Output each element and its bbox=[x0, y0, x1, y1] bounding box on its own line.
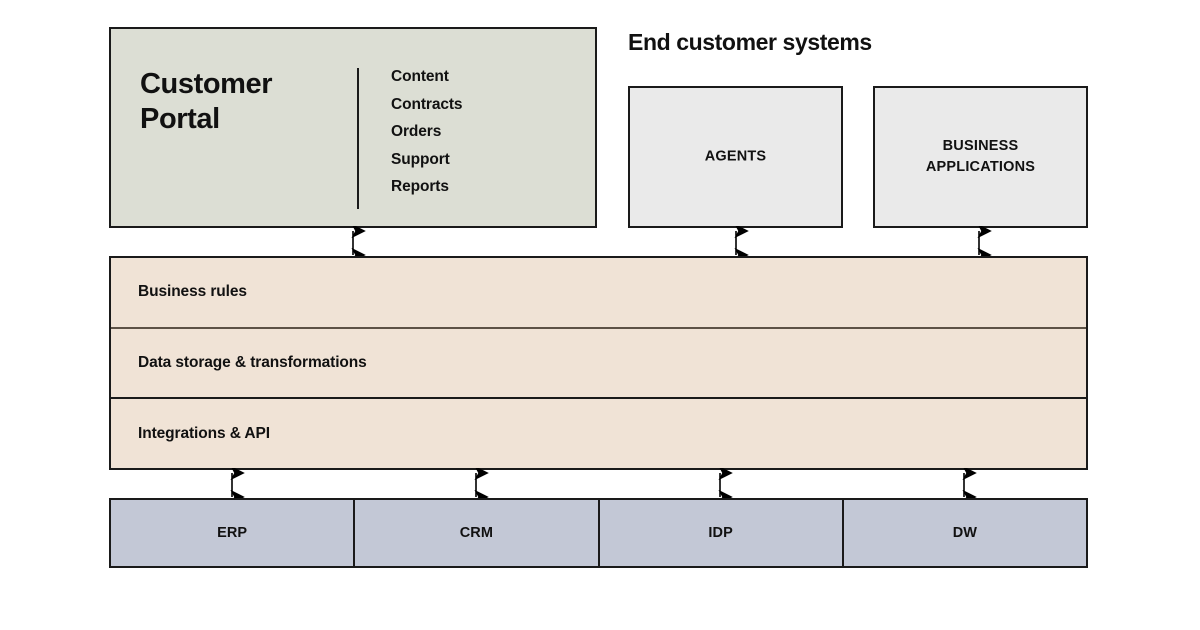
platform-layer-integrations-api: Integrations & API bbox=[111, 397, 1086, 468]
backend-systems-row: ERP CRM IDP DW bbox=[109, 498, 1088, 568]
end-customer-systems-heading: End customer systems bbox=[628, 29, 872, 55]
business-applications-label: BUSINESS APPLICATIONS bbox=[875, 136, 1086, 178]
arrow-portal-to-platform bbox=[351, 226, 366, 260]
customer-portal-title-line1: Customer bbox=[140, 68, 273, 100]
platform-layer-business-rules-label: Business rules bbox=[138, 283, 247, 301]
portal-menu-list: Content Contracts Orders Support Reports bbox=[391, 63, 463, 201]
business-applications-label-line2: APPLICATIONS bbox=[925, 159, 1036, 175]
platform-layer-business-rules: Business rules bbox=[111, 258, 1086, 327]
platform-layer-data-storage-label: Data storage & transformations bbox=[138, 354, 367, 371]
system-cell-idp: IDP bbox=[597, 500, 842, 566]
system-cell-dw: DW bbox=[841, 500, 1086, 566]
platform-layer-integrations-api-label: Integrations & API bbox=[138, 424, 270, 442]
agents-box: AGENTS bbox=[628, 86, 843, 228]
arrow-platform-to-crm bbox=[474, 468, 489, 502]
agents-label: AGENTS bbox=[704, 148, 767, 165]
customer-portal-title: Customer Portal bbox=[140, 67, 370, 138]
portal-menu-item-orders[interactable]: Orders bbox=[391, 123, 442, 140]
business-applications-box: BUSINESS APPLICATIONS bbox=[873, 86, 1088, 228]
system-cell-erp: ERP bbox=[217, 525, 248, 541]
portal-menu-item-contracts[interactable]: Contracts bbox=[391, 95, 463, 113]
business-applications-label-line1: BUSINESS bbox=[942, 138, 1019, 154]
customer-portal-title-line2: Portal bbox=[140, 103, 220, 136]
system-cell-crm: CRM bbox=[353, 500, 597, 566]
arrow-platform-to-erp bbox=[230, 468, 245, 502]
platform-layer-data-storage: Data storage & transformations bbox=[111, 326, 1086, 398]
customer-portal-box: Customer Portal Content Contracts Orders… bbox=[109, 27, 597, 228]
portal-menu-item-reports[interactable]: Reports bbox=[391, 178, 449, 195]
arrow-business-applications-to-platform bbox=[977, 226, 992, 260]
arrow-agents-to-platform bbox=[734, 226, 749, 260]
arrow-platform-to-idp bbox=[718, 468, 733, 502]
portal-vertical-divider bbox=[357, 68, 359, 209]
integration-platform-stack: Business rules Data storage & transforma… bbox=[109, 256, 1088, 470]
portal-menu-item-support[interactable]: Support bbox=[391, 150, 450, 168]
arrow-platform-to-dw bbox=[962, 468, 977, 502]
portal-menu-item-content[interactable]: Content bbox=[391, 68, 449, 85]
